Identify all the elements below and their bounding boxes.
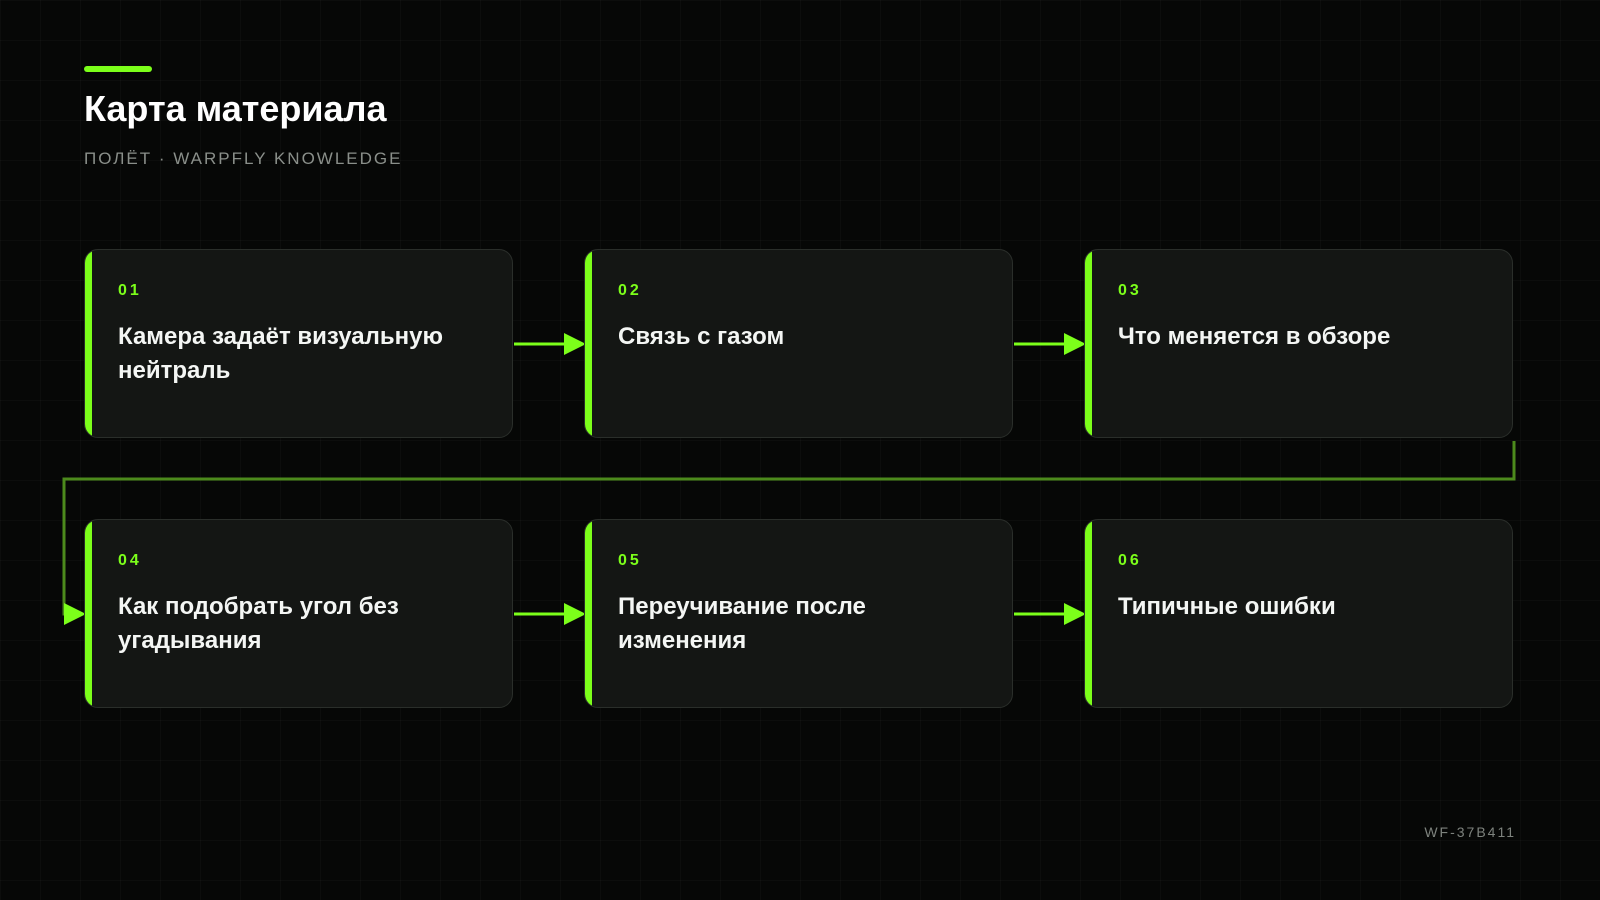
- step-card-05: 05 Переучивание после изменения: [584, 519, 1013, 708]
- page-subtitle: ПОЛЁТ · WARPFLY KNOWLEDGE: [84, 149, 403, 168]
- step-number: 05: [618, 552, 642, 569]
- card-accent-stripe: [85, 520, 92, 707]
- step-number: 06: [1118, 552, 1142, 569]
- step-card-04: 04 Как подобрать угол без угадывания: [84, 519, 513, 708]
- step-card-02: 02 Связь с газом: [584, 249, 1013, 438]
- step-label: Типичные ошибки: [1118, 593, 1336, 620]
- card-accent-stripe: [1085, 520, 1092, 707]
- page-title: Карта материала: [84, 88, 387, 129]
- step-label: Переучивание после изменения: [618, 593, 866, 654]
- step-card-06: 06 Типичные ошибки: [1084, 519, 1513, 708]
- arrow-04-05: [514, 603, 586, 625]
- step-number: 03: [1118, 282, 1142, 299]
- arrow-02-03: [1014, 333, 1086, 355]
- step-number: 01: [118, 282, 142, 299]
- step-label: Связь с газом: [618, 323, 785, 350]
- card-accent-stripe: [585, 250, 592, 437]
- card-accent-stripe: [1085, 250, 1092, 437]
- step-card-03: 03 Что меняется в обзоре: [1084, 249, 1513, 438]
- step-card-01: 01 Камера задаёт визуальную нейтраль: [84, 249, 513, 438]
- step-number: 04: [118, 552, 142, 569]
- card-accent-stripe: [585, 520, 592, 707]
- step-label: Как подобрать угол без угадывания: [118, 593, 399, 654]
- step-label: Что меняется в обзоре: [1118, 323, 1391, 350]
- document-code: WF-37B411: [1424, 824, 1516, 840]
- card-accent-stripe: [85, 250, 92, 437]
- step-label: Камера задаёт визуальную нейтраль: [118, 323, 443, 384]
- arrow-05-06: [1014, 603, 1086, 625]
- title-accent-bar: [84, 66, 152, 72]
- step-number: 02: [618, 282, 642, 299]
- arrow-01-02: [514, 333, 586, 355]
